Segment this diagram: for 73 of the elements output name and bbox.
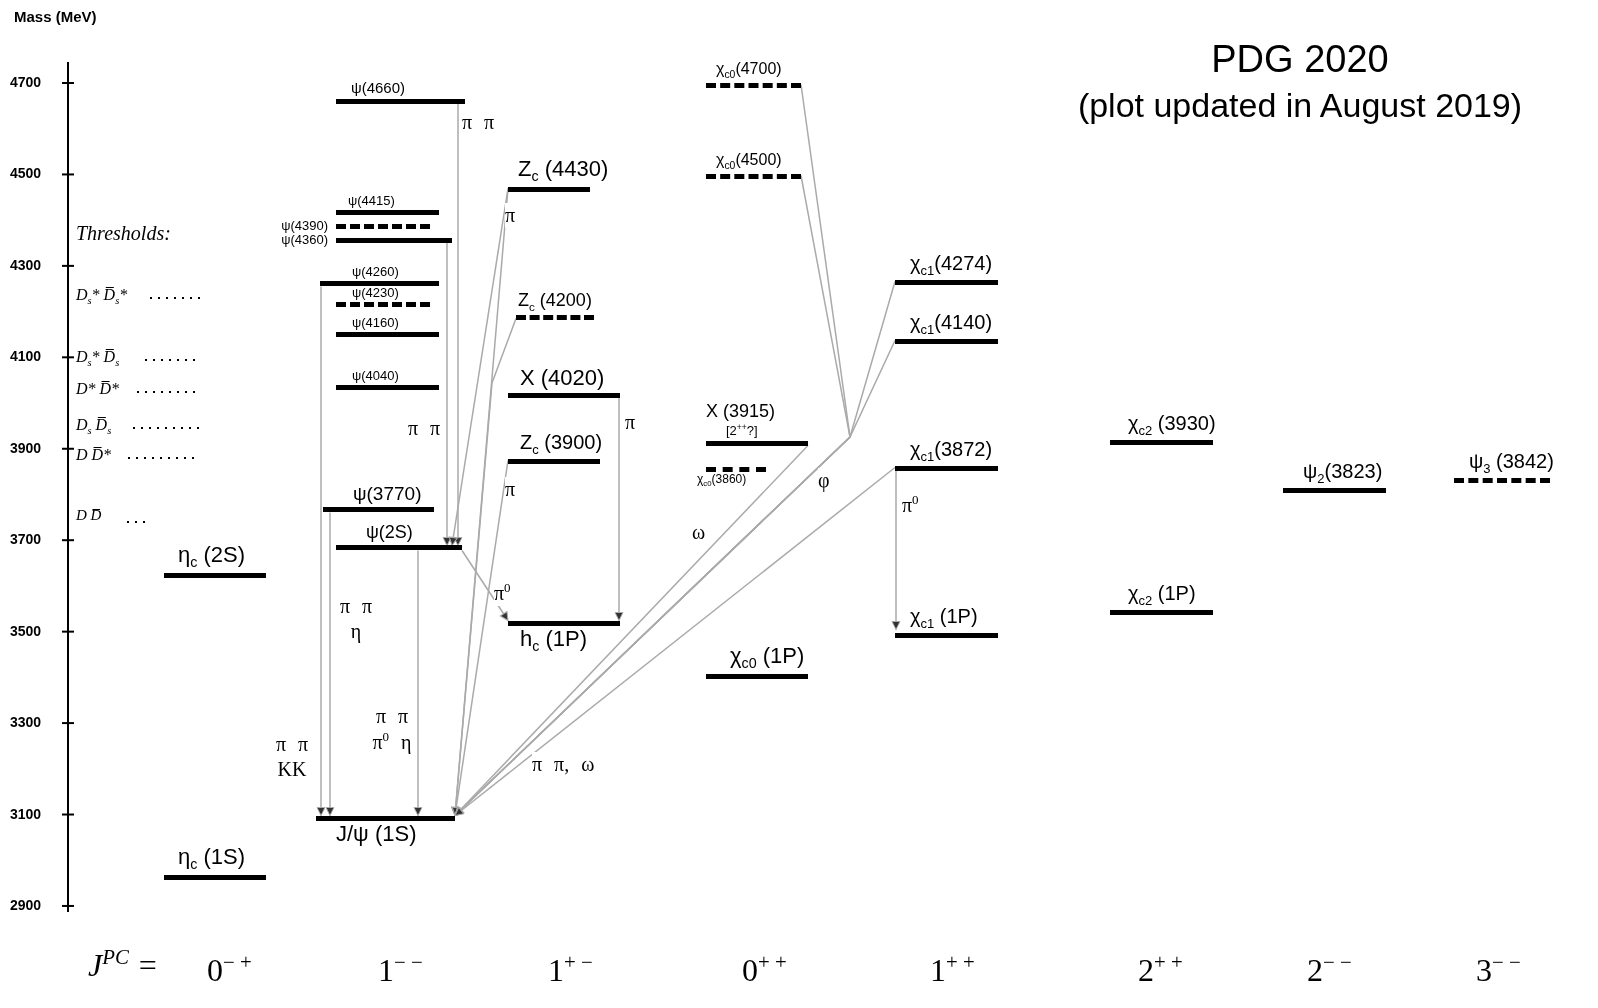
state-label: χ$_{c1}$(4140) [910,309,994,338]
state-label: η$_{c}$ (2S) [178,541,247,572]
transition-arrow [451,459,509,817]
transition-arrow [461,549,509,622]
transition-arrow [614,396,624,622]
threshold-label: D* D̅* [76,380,120,398]
quantum-number-label: 2$^{− −}$ [1307,950,1352,989]
state-label: ψ(4360) [280,232,328,248]
edge-label: π [505,203,516,228]
state-label: χ$_{c0}$(3860) [697,471,748,489]
state-label: χ$_{c2}$ (3930) [1128,410,1216,439]
title: PDG 2020 [1210,38,1390,81]
tick-label: 4100 [10,348,42,365]
state-label: χ$_{c2}$ (1P) [1128,580,1197,609]
state-label: χ$_{c0}$(4500) [716,149,783,173]
state-label: Z$_{c}$ (4430) [518,155,609,186]
tick-label: 4300 [10,256,42,273]
transition-arrow [413,549,423,817]
state-label: ψ(4040) [352,367,400,384]
axis-title: Mass (MeV) [14,8,97,25]
threshold-heading: Thresholds: [76,222,171,245]
tick-label: 2900 [10,896,42,913]
transition-arrow [316,285,326,817]
state-label: η$_{c}$ (1S) [178,843,247,874]
quantum-number-label: 3$^{− −}$ [1476,950,1521,989]
state-label: X (4020) [520,364,606,391]
state-label: ψ(3770) [353,482,423,506]
quantum-number-label: J$^{PC}$ = [88,945,159,984]
caption: (plot updated in August 2019) [1076,86,1524,125]
state-label: ψ(4160) [352,314,400,331]
tick-label: 3500 [10,622,42,639]
transition-arrow [325,511,335,817]
tick-label: 3300 [10,714,42,731]
quantum-number-label: 0$^{− +}$ [207,950,252,989]
transition-arrow [454,466,896,817]
threshold-label: D D̅ [76,507,102,524]
state-label: χ$_{c1}$ (1P) [910,603,979,632]
quantum-number-label: 2$^{+ +}$ [1138,950,1183,989]
quantum-number-label: 1$^{+ −}$ [548,950,593,989]
state-label: ψ(4230) [352,284,400,301]
quantum-number-label: [2$^{++}$?] [726,422,759,439]
state-label: χ$_{c0}$(4700) [716,58,783,82]
transition-arrow [442,241,452,547]
quantum-number-label: 0$^{+ +}$ [742,950,787,989]
threshold-label: D$_{s}$* D̅$_{s}$* [76,286,128,307]
tick-label: 4500 [10,165,42,182]
state-label: χ$_{c1}$(4274) [910,250,994,279]
state-label: χ$_{c1}$(3872) [910,436,994,465]
transition-arrow [453,102,463,547]
quantum-number-label: 1$^{+ +}$ [930,950,975,989]
edge-label: φ [818,468,830,493]
state-label: ψ(4390) [280,218,328,234]
tick-label: 3700 [10,531,42,548]
edge-label: π π, ω [532,752,595,777]
threshold-label: D$_{s}$* D̅$_{s}$ [76,348,120,369]
threshold-label: D D̅* [76,446,112,464]
state-label: X (3915) [706,400,777,423]
state-label: Z$_{c}$ (3900) [520,429,603,458]
tick-label: 4700 [10,74,42,90]
state-label: χ$_{c0}$ (1P) [730,642,806,673]
quantum-number-label: 1$^{− −}$ [378,950,423,989]
state-label: ψ$_{2}$(3823) [1303,458,1384,487]
state-label: ψ(4660) [351,78,407,97]
tick-label: 3100 [10,805,42,822]
state-label: h$_{c}$ (1P) [520,625,589,656]
state-label: Z$_{c}$ (4200) [518,289,593,314]
state-label: J/ψ (1S) [336,820,418,847]
state-label: ψ(2S) [366,521,414,544]
state-label: ψ(4415) [348,192,396,209]
state-label: ψ(4260) [352,263,400,280]
state-label: ψ$_{3}$ (3842) [1469,448,1554,477]
threshold-label: D$_{s}$ D̅$_{s}$ [76,416,112,437]
tick-label: 3900 [10,439,42,456]
